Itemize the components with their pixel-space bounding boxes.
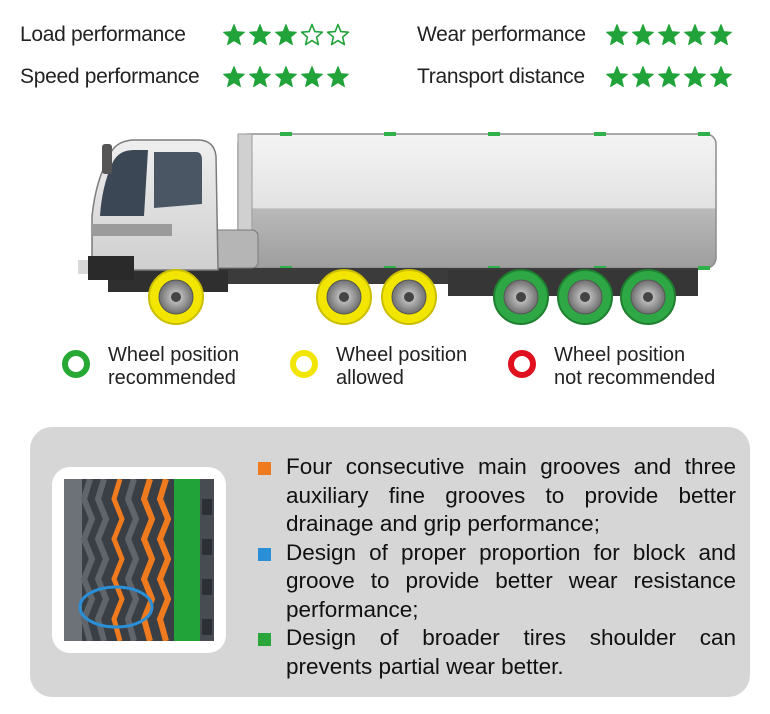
wheel-trailer-1: [493, 269, 549, 325]
star-outline-icon: [326, 23, 350, 46]
rating-load: Load performance: [20, 20, 186, 50]
feature-item-proportion: Design of proper proportion for block an…: [258, 539, 736, 625]
star-rating-speed: [222, 65, 350, 89]
star-rating-load: [222, 23, 350, 47]
rating-distance: Transport distance: [417, 62, 585, 92]
blue-square-icon: [258, 547, 271, 561]
star-filled-icon: [606, 66, 628, 88]
rating-label: Load performance: [20, 23, 186, 46]
rating-wear: Wear performance: [417, 20, 586, 50]
wheel-steer: [148, 269, 204, 325]
legend-line: recommended: [108, 367, 236, 389]
tire-tread-icon: [64, 479, 214, 641]
star-rating-distance: [605, 65, 733, 89]
yellow-ring-icon: [290, 350, 318, 378]
feature-list: Four consecutive main grooves and three …: [258, 453, 736, 681]
star-filled-icon: [684, 24, 706, 46]
legend-recommended: Wheel position recommended: [62, 344, 239, 390]
truck-cab: [78, 139, 219, 280]
trailer-body: [237, 132, 717, 270]
rating-label: Speed performance: [20, 65, 200, 88]
wheel-trailer-3: [620, 269, 676, 325]
legend-line: allowed: [336, 367, 404, 389]
star-filled-icon: [658, 24, 680, 46]
legend-line: not recommended: [554, 367, 716, 389]
tread-image-frame: [52, 467, 226, 653]
rating-label: Wear performance: [417, 23, 586, 46]
feature-item-shoulder: Design of broader tires shoulder can pre…: [258, 624, 736, 681]
wheel-trailer-2: [557, 269, 613, 325]
legend-not-recommended: Wheel position not recommended: [508, 344, 715, 390]
star-filled-icon: [223, 24, 245, 46]
legend-line: Wheel position: [108, 344, 240, 366]
star-filled-icon: [606, 24, 628, 46]
wheel-drive-2: [381, 269, 437, 325]
star-filled-icon: [327, 66, 349, 88]
star-filled-icon: [249, 24, 271, 46]
star-filled-icon: [275, 24, 297, 46]
star-filled-icon: [632, 66, 654, 88]
star-filled-icon: [301, 66, 323, 88]
star-filled-icon: [249, 66, 271, 88]
truck-illustration: [78, 132, 717, 325]
red-ring-icon: [508, 350, 536, 378]
star-filled-icon: [710, 66, 732, 88]
feature-item-grooves: Four consecutive main grooves and three …: [258, 453, 736, 539]
wheel-drive-1: [316, 269, 372, 325]
star-filled-icon: [632, 24, 654, 46]
feature-text: Design of broader tires shoulder can pre…: [286, 625, 736, 679]
star-filled-icon: [223, 66, 245, 88]
star-filled-icon: [684, 66, 706, 88]
feature-text: Design of proper proportion for block an…: [286, 539, 736, 622]
legend-line: Wheel position: [554, 344, 686, 366]
rating-label: Transport distance: [417, 65, 585, 88]
orange-square-icon: [258, 462, 271, 475]
star-rating-wear: [605, 23, 733, 47]
rating-speed: Speed performance: [20, 62, 200, 92]
green-square-icon: [258, 633, 271, 646]
feature-text: Four consecutive main grooves and three …: [286, 454, 736, 536]
legend-line: Wheel position: [336, 344, 468, 366]
star-filled-icon: [658, 66, 680, 88]
star-filled-icon: [275, 66, 297, 88]
star-filled-icon: [710, 24, 732, 46]
feature-panel: Four consecutive main grooves and three …: [30, 427, 750, 697]
star-outline-icon: [300, 23, 324, 46]
green-ring-icon: [62, 350, 90, 378]
legend-allowed: Wheel position allowed: [290, 344, 467, 390]
